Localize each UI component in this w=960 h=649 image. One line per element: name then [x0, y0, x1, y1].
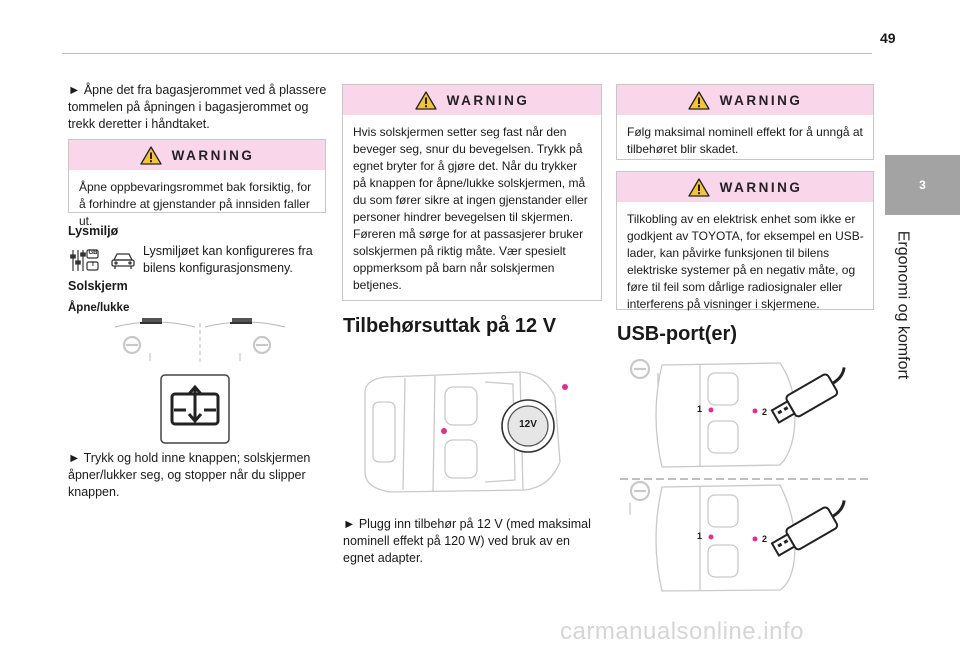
warning-box-3: WARNING Følg maksimal nominell effekt fo…: [616, 84, 874, 160]
watermark: carmanualsonline.info: [560, 618, 804, 645]
chapter-tab[interactable]: 3: [885, 155, 960, 215]
usb-marker-1: 1: [697, 531, 703, 541]
warning-header: WARNING: [69, 140, 325, 170]
warning-box-2: WARNING Hvis solskjermen setter seg fast…: [342, 84, 602, 301]
sunshade-illustration: [110, 315, 290, 365]
warning-text: Åpne oppbevaringsrommet bak forsiktig, f…: [79, 180, 312, 228]
lysmiljo-text: Lysmiljøet kan konfigureres fra bilens k…: [143, 244, 313, 275]
warning-icon: [687, 90, 710, 110]
section-title-12v: Tilbehørsuttak på 12 V: [343, 315, 557, 337]
settings-menu-icon: GB T: [70, 247, 100, 273]
warning-header: WARNING: [343, 85, 601, 115]
warning-header: WARNING: [617, 85, 873, 115]
warning-header: WARNING: [617, 172, 873, 202]
socket-12v-label: 12V: [519, 419, 537, 430]
badge-t: T: [91, 262, 95, 268]
socket-12v-illustration: [345, 362, 585, 502]
warning-icon: [414, 90, 437, 110]
solskjerm-heading: Solskjerm: [68, 279, 128, 293]
socket-instruction: ► Plugg inn tilbehør på 12 V (med maksim…: [343, 517, 591, 565]
warning-box-1: WARNING Åpne oppbevaringsrommet bak fors…: [68, 139, 326, 228]
car-icon: [110, 250, 136, 270]
sunshade-button-icon: [160, 374, 230, 444]
lysmiljo-heading: Lysmiljø: [68, 224, 119, 238]
badge-gb: GB: [88, 250, 98, 256]
usb-marker-2: 2: [762, 534, 768, 544]
socket-marker-rear: [441, 428, 447, 434]
warning-text: Følg maksimal nominell effekt for å unng…: [627, 125, 863, 156]
warning-icon: [687, 177, 710, 197]
usb-marker-2: 2: [762, 407, 768, 417]
warning-text: Tilkobling av en elektrisk enhet som ikk…: [627, 212, 864, 311]
usb-port-illustration: [620, 355, 870, 595]
usb-marker-1: 1: [697, 404, 703, 414]
warning-box-4: WARNING Tilkobling av en elektrisk enhet…: [616, 171, 874, 311]
open-close-subheading: Åpne/lukke: [68, 302, 130, 314]
section-title-usb: USB-port(er): [617, 323, 737, 345]
chapter-title: Ergonomi og komfort: [894, 230, 912, 380]
warning-icon: [139, 145, 162, 165]
warning-text: Hvis solskjermen setter seg fast når den…: [353, 125, 588, 292]
page-number: 49: [880, 30, 896, 46]
header-rule: [62, 53, 872, 54]
solskjerm-instruction: ► Trykk og hold inne knappen; solskjerme…: [68, 451, 311, 499]
intro-text: ► Åpne det fra bagasjerommet ved å plass…: [68, 83, 327, 131]
socket-marker-front: [562, 384, 568, 390]
